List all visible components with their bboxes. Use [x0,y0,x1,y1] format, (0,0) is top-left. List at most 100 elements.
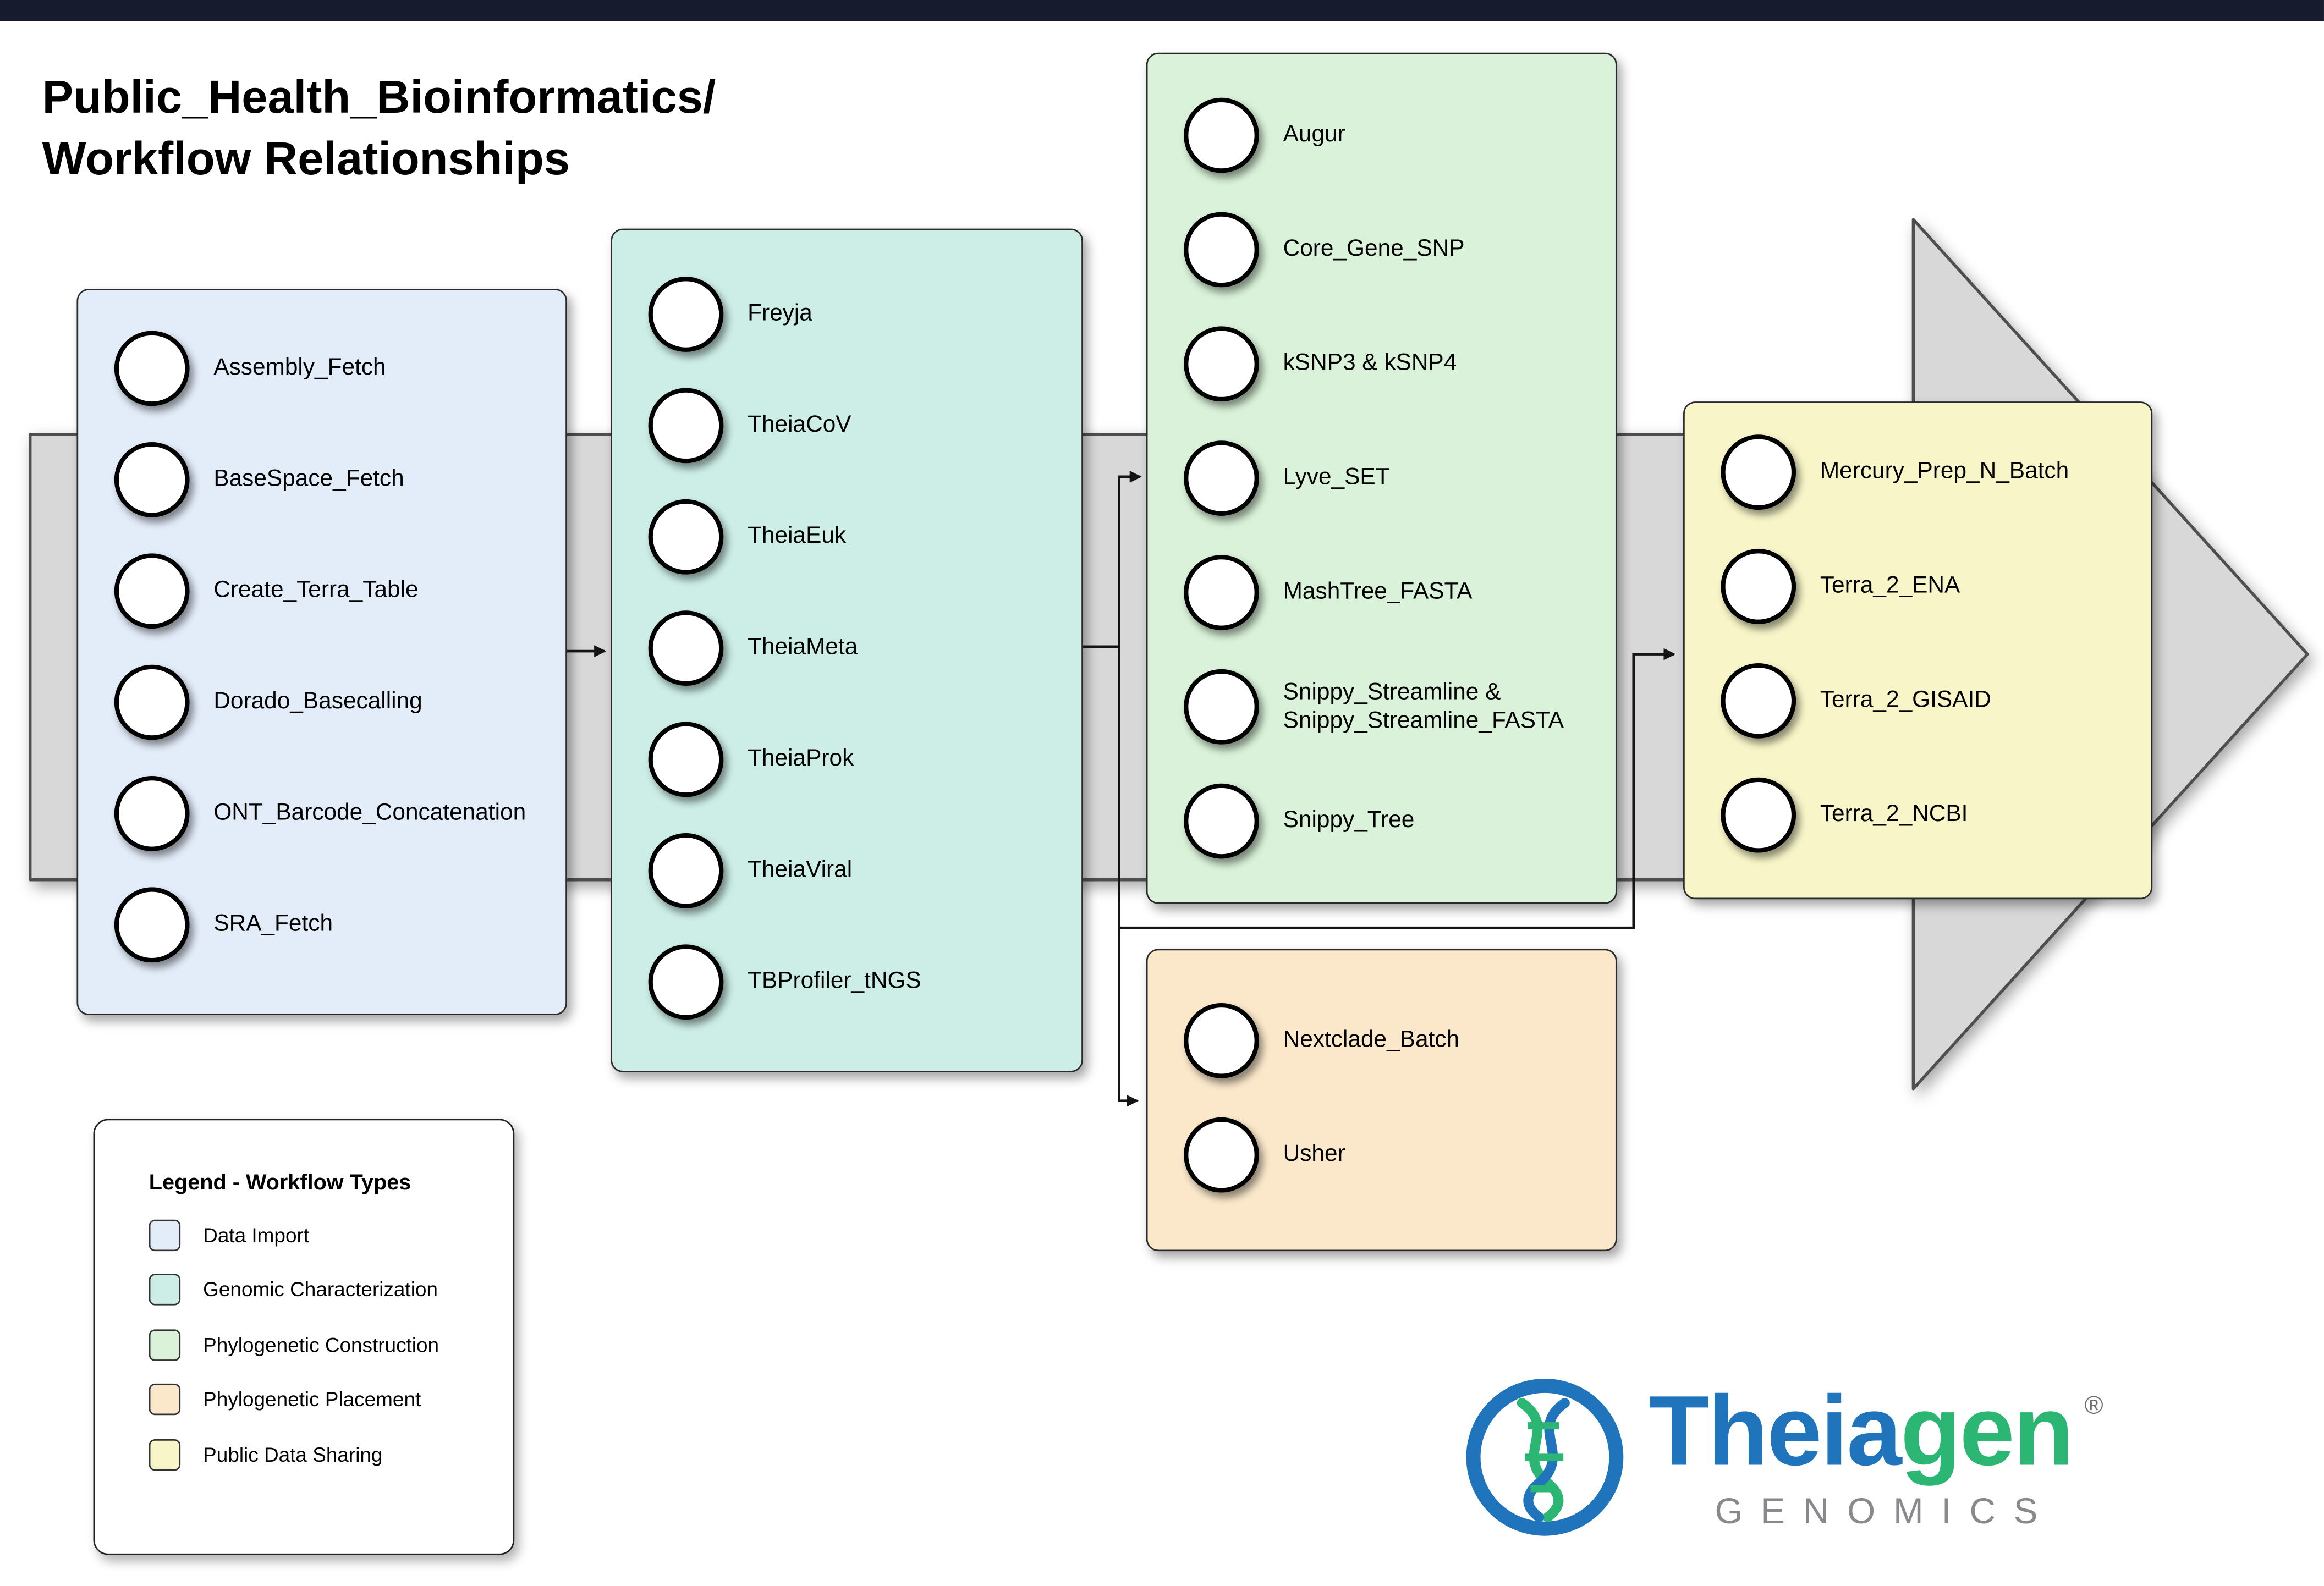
node-terra-2-gisaid: Terra_2_GISAID [1685,643,2151,758]
legend-label: Data Import [203,1224,310,1247]
node-label: Snippy_Tree [1283,808,1415,834]
workflow-node-icon [1184,1003,1259,1078]
page-title-line1: Public_Health_Bioinformatics/ [42,70,716,124]
node-assembly-fetch: Assembly_Fetch [78,313,565,424]
group-box-data-import: Assembly_Fetch BaseSpace_Fetch Create_Te… [76,289,567,1015]
node-sra-fetch: SRA_Fetch [78,869,565,981]
workflow-node-icon [648,388,724,464]
group-box-genomic-characterization: Freyja TheiaCoV TheiaEuk TheiaMeta Theia… [611,228,1083,1072]
node-label: TBProfiler_tNGS [748,968,921,995]
legend-row-phylogenetic-placement: Phylogenetic Placement [95,1372,513,1427]
node-theiacov: TheiaCoV [612,370,1081,481]
workflow-node-icon [1184,669,1259,745]
legend: Legend - Workflow Types Data Import Geno… [93,1119,515,1555]
node-mashtree-fasta: MashTree_FASTA [1147,536,1615,650]
logo-brand-part2: gen [1900,1374,2074,1486]
legend-swatch-phylogenetic-construction [149,1329,181,1361]
workflow-node-icon [114,664,190,740]
node-theiaviral: TheiaViral [612,815,1081,926]
node-augur: Augur [1147,78,1615,192]
node-label: Terra_2_GISAID [1820,687,1991,714]
workflow-node-icon [1184,555,1259,630]
legend-title: Legend - Workflow Types [149,1171,411,1196]
workflow-node-icon [648,722,724,797]
node-lyve-set: Lyve_SET [1147,421,1615,536]
top-bar [0,0,2324,21]
node-label: TheiaCoV [748,412,851,438]
legend-row-data-import: Data Import [95,1208,513,1263]
node-label: MashTree_FASTA [1283,579,1473,605]
workflow-node-icon [1721,549,1796,624]
workflow-node-icon [114,553,190,629]
node-theiaeuk: TheiaEuk [612,481,1081,592]
theiagen-dna-icon [1466,1378,1624,1536]
node-label: Lyve_SET [1283,465,1390,491]
node-snippy-tree: Snippy_Tree [1147,764,1615,878]
node-label: TheiaProk [748,746,854,772]
node-label: kSNP3 & kSNP4 [1283,351,1457,377]
node-create-terra-table: Create_Terra_Table [78,536,565,647]
node-label: TheiaMeta [748,635,858,661]
workflow-node-icon [114,776,190,851]
node-usher: Usher [1147,1098,1615,1212]
workflow-node-icon [114,442,190,517]
node-label: Terra_2_ENA [1820,573,1960,599]
legend-label: Phylogenetic Construction [203,1333,439,1356]
workflow-node-icon [1184,326,1259,402]
group-box-phylogenetic-construction: Augur Core_Gene_SNP kSNP3 & kSNP4 Lyve_S… [1146,52,1617,904]
node-theiameta: TheiaMeta [612,592,1081,703]
legend-swatch-data-import [149,1219,181,1251]
node-label: BaseSpace_Fetch [213,466,404,493]
node-label: Terra_2_NCBI [1820,802,1968,828]
node-label: Create_Terra_Table [213,577,419,604]
node-label: Augur [1283,122,1345,148]
workflow-node-icon [648,499,724,575]
theiagen-logo: Theiagen ® GENOMICS [1459,1372,2103,1543]
workflow-node-icon [114,331,190,406]
workflow-node-icon [648,833,724,908]
legend-label: Genomic Characterization [203,1279,438,1302]
node-basespace-fetch: BaseSpace_Fetch [78,424,565,535]
legend-swatch-public-data-sharing [149,1439,181,1471]
legend-swatch-genomic-characterization [149,1274,181,1306]
registered-trademark-symbol: ® [2084,1391,2103,1420]
node-label: TheiaViral [748,857,853,884]
node-dorado-basecalling: Dorado_Basecalling [78,647,565,758]
legend-label: Public Data Sharing [203,1443,383,1466]
legend-row-public-data-sharing: Public Data Sharing [95,1427,513,1482]
node-nextclade-batch: Nextclade_Batch [1147,983,1615,1098]
logo-text: Theiagen® GENOMICS [1649,1380,2103,1534]
workflow-node-icon [648,277,724,352]
node-label: Dorado_Basecalling [213,689,422,715]
node-label: Mercury_Prep_N_Batch [1820,459,2069,485]
workflow-node-icon [1184,1117,1259,1193]
node-label: Nextclade_Batch [1283,1027,1460,1054]
node-label: Assembly_Fetch [213,355,386,381]
workflow-node-icon [1184,783,1259,859]
node-core-gene-snp: Core_Gene_SNP [1147,192,1615,307]
page-title-line2: Workflow Relationships [42,132,570,185]
node-theiaprok: TheiaProk [612,704,1081,815]
legend-row-genomic-characterization: Genomic Characterization [95,1263,513,1318]
node-ont-barcode-concatenation: ONT_Barcode_Concatenation [78,758,565,869]
workflow-node-icon [1184,440,1259,516]
node-label: TheiaEuk [748,524,847,549]
workflow-node-icon [1721,434,1796,510]
group-box-public-data-sharing: Mercury_Prep_N_Batch Terra_2_ENA Terra_2… [1683,401,2153,900]
node-label: Core_Gene_SNP [1283,236,1465,262]
legend-swatch-phylogenetic-placement [149,1384,181,1416]
node-label: ONT_Barcode_Concatenation [213,800,526,827]
node-label: SRA_Fetch [213,912,333,938]
node-tbprofiler-tngs: TBProfiler_tNGS [612,927,1081,1038]
node-mercury-prep-n-batch: Mercury_Prep_N_Batch [1685,415,2151,530]
logo-brand-part1: Theia [1649,1374,1902,1486]
workflow-node-icon [1184,212,1259,288]
workflow-node-icon [1184,97,1259,173]
node-ksnp3-ksnp4: kSNP3 & kSNP4 [1147,307,1615,421]
page-title: Public_Health_Bioinformatics/ Workflow R… [42,66,716,189]
workflow-node-icon [1721,777,1796,853]
logo-tagline: GENOMICS [1715,1491,2056,1533]
workflow-node-icon [648,610,724,686]
node-freyja: Freyja [612,258,1081,370]
